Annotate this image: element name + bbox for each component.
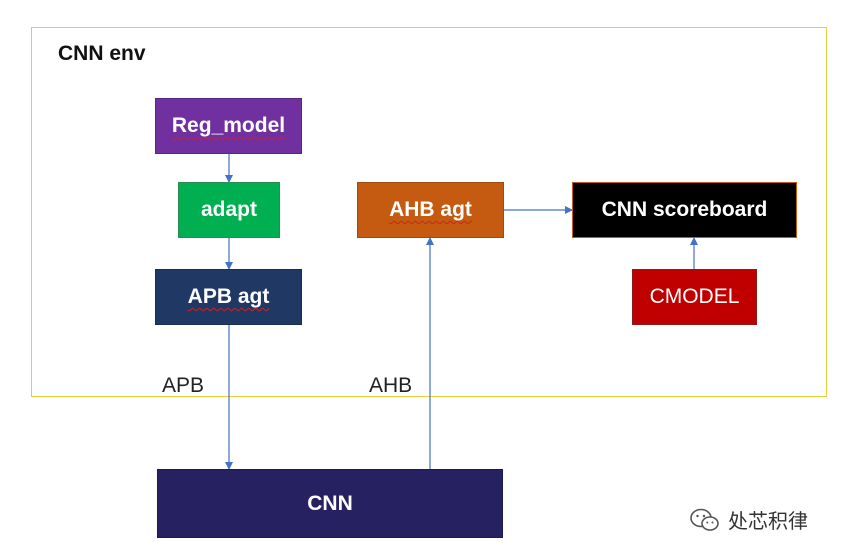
- ahb-bus-label: AHB: [369, 374, 413, 397]
- apb-agt-block: APB agt: [155, 269, 302, 325]
- cnn-label: CNN: [307, 491, 353, 515]
- env-title: CNN env: [58, 42, 146, 65]
- ahb-agt-block: AHB agt: [357, 182, 504, 238]
- watermark-text: 处芯积律: [728, 511, 808, 533]
- reg-model-label: Reg_model: [171, 114, 286, 137]
- reg-model-block: Reg_model: [155, 98, 302, 154]
- cnn-scoreboard-block: CNN scoreboard: [572, 182, 797, 238]
- cnn-env-frame: [31, 27, 827, 397]
- adapt-block: adapt: [178, 182, 280, 238]
- ahb-agt-label: AHB agt: [389, 198, 472, 221]
- adapt-label: adapt: [200, 198, 257, 221]
- cmodel-label: CMODEL: [649, 285, 740, 308]
- cmodel-block: CMODEL: [632, 269, 757, 325]
- wechat-icon: [690, 508, 719, 531]
- cnn-block: CNN: [157, 469, 503, 538]
- watermark: 处芯积律: [690, 505, 808, 534]
- apb-bus-label: APB: [162, 374, 205, 397]
- cnn-scoreboard-label: CNN scoreboard: [601, 198, 768, 221]
- apb-agt-label: APB agt: [187, 285, 270, 308]
